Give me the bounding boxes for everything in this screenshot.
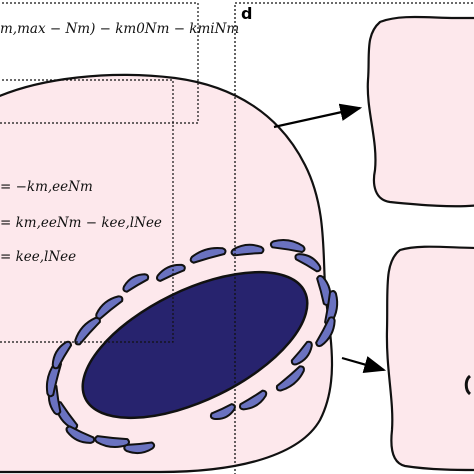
nucleus bbox=[81, 270, 309, 420]
daughter-cell-top bbox=[366, 15, 474, 208]
organelle-fragment bbox=[95, 295, 124, 320]
organelle-fragment bbox=[74, 316, 101, 346]
organelle-fragment bbox=[209, 403, 236, 421]
daughter-cell-bottom bbox=[385, 245, 474, 472]
equation-1: = −km,eeNm bbox=[0, 179, 93, 195]
organelle-fragment bbox=[230, 243, 265, 257]
organelle-fragment bbox=[238, 389, 268, 411]
nucleus-fragment bbox=[464, 374, 472, 396]
panel-d-label: d bbox=[241, 4, 252, 23]
equation-3: = kee,lNee bbox=[0, 249, 76, 265]
organelle-fragment bbox=[315, 316, 336, 348]
organelle-fragment bbox=[294, 253, 322, 273]
organelle-fragment bbox=[65, 425, 96, 444]
organelle-fragment bbox=[189, 246, 227, 264]
organelle-fragment bbox=[324, 290, 339, 326]
arrow-to-bottom-cell bbox=[341, 356, 387, 374]
organelle-fragment bbox=[122, 273, 150, 293]
organelle-fragment bbox=[290, 340, 313, 366]
equation-box-lower bbox=[0, 79, 174, 343]
equation-top: m,max − Nm) − km0Nm − kmiNm bbox=[0, 21, 239, 37]
equation-2: = km,eeNm − kee,lNee bbox=[0, 215, 162, 231]
arrow-to-top-cell bbox=[273, 103, 363, 129]
organelle-fragment bbox=[51, 340, 73, 370]
organelle-fragment bbox=[275, 365, 305, 392]
organelle-fragment bbox=[269, 239, 306, 254]
panel-d-frame bbox=[234, 2, 474, 474]
organelle-cluster bbox=[45, 239, 339, 455]
equation-box-top bbox=[0, 2, 199, 124]
organelle-fragment bbox=[94, 435, 131, 449]
